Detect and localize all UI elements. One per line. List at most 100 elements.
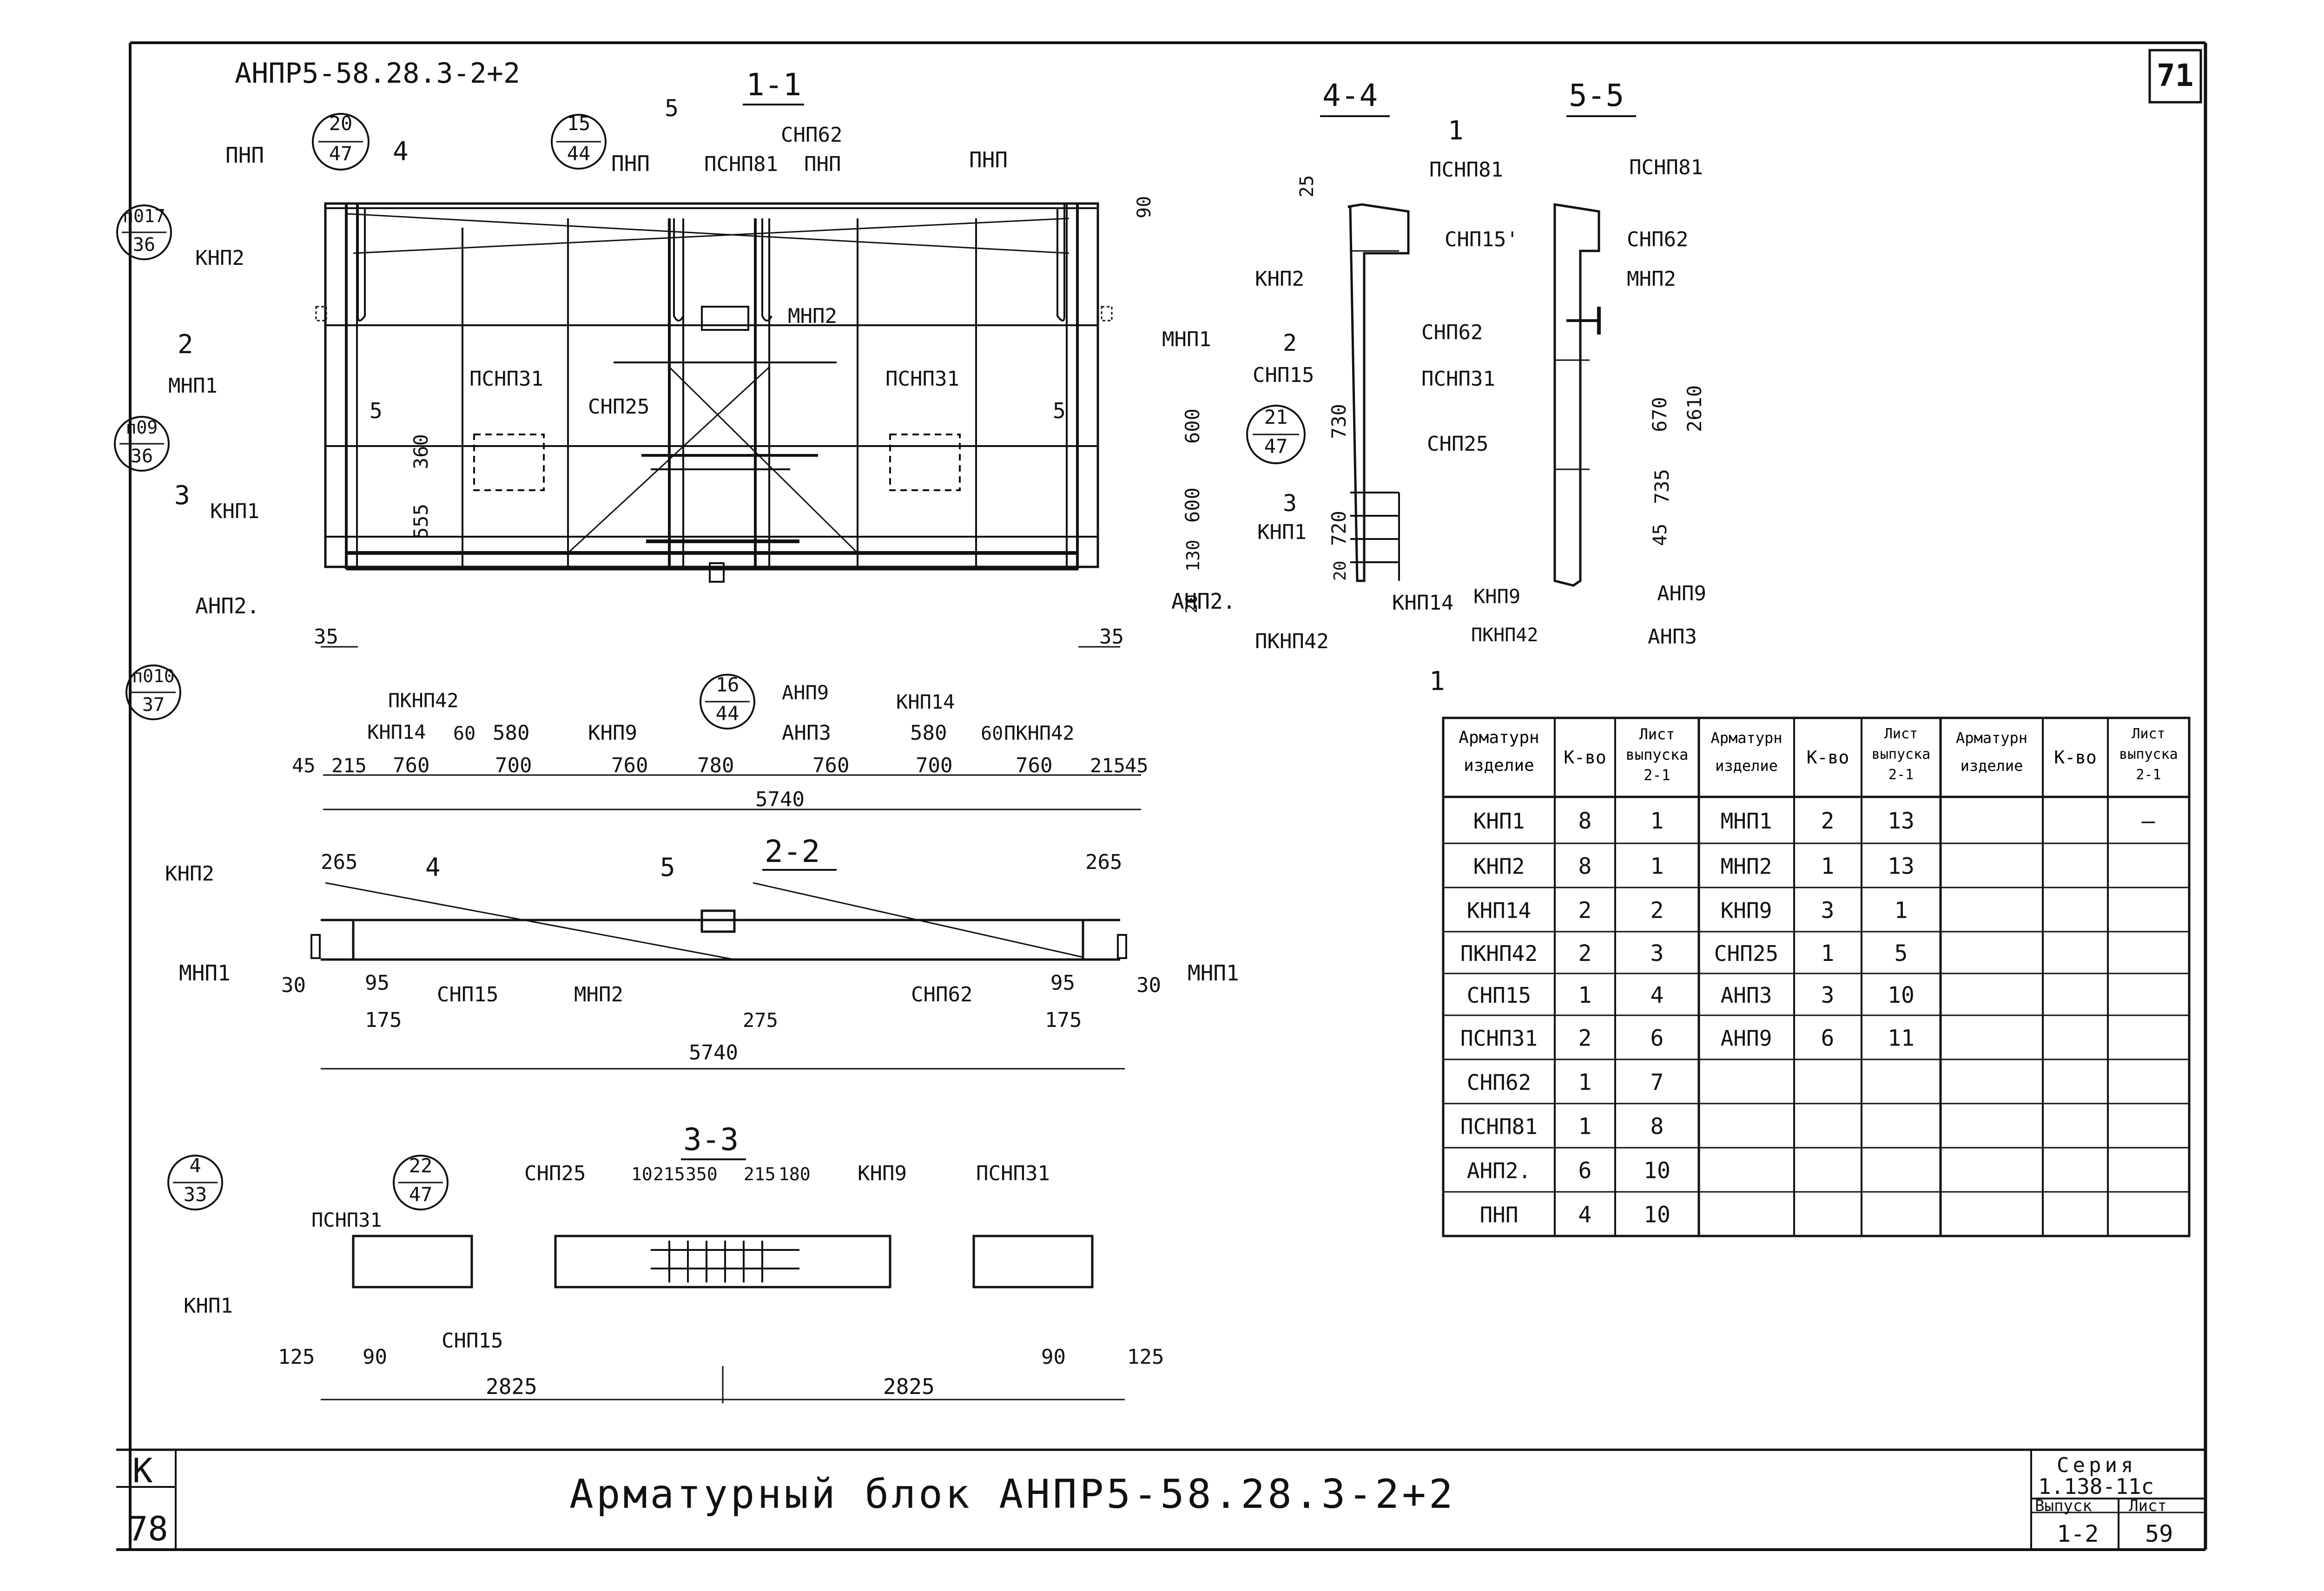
label-anp9-b: АНП9 [1657,582,1706,605]
title-block: К 78 Арматурный блок АНПР5-58.28.3-2+2 С… [128,1451,2173,1548]
ref-5-num: п010 [132,666,175,686]
label-pnp-a: ПНП [225,143,264,168]
table-cell: СНП15 [1467,983,1531,1008]
sheet-number: 71 [2157,58,2193,93]
cut-mark-5-b: 5 [660,853,675,882]
header-qty-1: К-во [1564,747,1606,768]
table-cell: – [2142,808,2155,834]
table-cell: 6 [1651,1026,1664,1052]
dim-125-right: 125 [1127,1345,1164,1369]
series-value: 1.138-11с [2038,1474,2154,1499]
label-snp25-c: СНП25 [1427,432,1488,456]
header-sheet-3: Лист выпуска 2-1 [2119,726,2178,783]
table-cell: 13 [1888,854,1915,880]
label-knp14-a: КНП14 [367,721,426,743]
dim-735: 735 [1651,469,1673,504]
table-cell: КНП1 [1473,809,1525,834]
header-qty-2: К-во [1806,747,1849,768]
drawing-title: Арматурный блок АНПР5-58.28.3-2+2 [569,1471,1456,1518]
table-cell: АНП3 [1721,983,1772,1008]
sheet-value: 59 [2145,1520,2173,1547]
dim-5-right: 5 [1053,398,1066,423]
dim-bottom-7: 700 [916,754,952,777]
table-cell: ПСНП31 [1460,1026,1538,1051]
dim-90-left: 90 [363,1345,387,1369]
cut-mark-2-b: 2 [1283,329,1297,356]
label-anp3-a: АНП3 [782,721,831,745]
dim-95-left: 95 [365,971,390,995]
table-cell: КНП14 [1467,898,1531,923]
dim-580-b: 580 [910,721,947,745]
dim-bottom-10: 45 [1125,754,1149,777]
dim-125-left: 125 [278,1345,315,1369]
label-knp1-c: КНП1 [1257,520,1307,544]
label-mnp2-c: МНП2 [1627,267,1676,291]
table-cell: 3 [1821,982,1835,1008]
table-cell: 13 [1888,808,1915,834]
dim-600-a: 600 [1181,408,1204,444]
table-cell: 1 [1578,982,1592,1008]
table-cell: 6 [1578,1158,1592,1184]
dim-730: 730 [1327,404,1350,439]
dim-2825-left: 2825 [486,1374,537,1399]
cut-mark-5-top: 5 [665,95,679,122]
label-mnp2-a: МНП2 [788,304,837,328]
table-cell: 1 [1895,898,1908,924]
label-snp15-b: СНП15 [442,1329,503,1353]
dim-total-2-2: 5740 [689,1041,738,1065]
table-cell: 10 [1644,1158,1670,1184]
dim-35-left: 35 [314,625,338,649]
dim-265-left: 265 [321,850,357,874]
cut-mark-2: 2 [178,329,193,360]
dim-33-3: 215 [744,1164,776,1184]
section-title-3-3: 3-3 [683,1122,739,1157]
label-knp1-b: КНП1 [184,1294,233,1318]
table-cell: ПНП [1479,1203,1518,1228]
cut-mark-3-b: 3 [1283,490,1297,517]
ref-1-den: 47 [329,142,353,165]
table-cell: СНП62 [1467,1070,1531,1095]
dim-95-right: 95 [1050,971,1075,995]
label-snp62-c: СНП62 [1421,321,1483,344]
header-item-2: Арматурн изделие [1710,729,1783,775]
section-4-4: 4-4 ПСНП81 КНП2 СНП62 СНП15 ПСНП31 КНП1 … [1253,78,1503,697]
ref-4-den: 36 [131,446,153,467]
dim-30-left: 30 [281,973,306,997]
table-cell: 1 [1578,1114,1592,1140]
label-psnp31-e: ПСНП31 [1421,367,1495,391]
dim-bottom-1: 215 [331,754,367,777]
dim-20-4-4: 20 [1331,561,1350,581]
reference-circles: 20 47 15 44 п017 36 п09 36 п010 37 16 44… [114,112,1306,1210]
label-anp2-a: АНП2. [195,593,259,618]
table-cell: 4 [1578,1202,1592,1228]
label-pknp42-d: ПКНП42 [1471,625,1538,646]
dim-90-right: 90 [1041,1345,1066,1369]
label-mnp1-c: МНП1 [179,960,231,986]
dim-45: 45 [1650,524,1671,546]
dim-bottom-2: 760 [393,754,429,777]
drawing-code: АНПР5-58.28.3-2+2 [235,57,520,90]
cut-mark-3: 3 [174,480,190,511]
table-cell: 1 [1821,854,1835,880]
label-snp15-c: СНП15 [1253,363,1314,387]
label-pknp42-b: ПКНП42 [1004,722,1075,744]
dim-33-0: 10 [631,1164,653,1184]
header-item-3: Арматурн изделие [1955,729,2028,775]
dim-2825-right: 2825 [883,1374,935,1399]
title-block-left-bottom: 78 [128,1509,168,1548]
dim-580-a: 580 [493,721,529,745]
label-psnp31-b: ПСНП31 [885,367,959,391]
section-1-1: 1-1 [315,67,1141,810]
table-cell: СНП25 [1714,941,1778,966]
table-cell: 1 [1821,940,1835,966]
table-cell: МНП2 [1721,854,1772,879]
label-knp14-c: КНП14 [1392,591,1453,615]
section-title-4-4: 4-4 [1322,78,1378,113]
section-1-1-labels: ПНП ПНП ПНП ПСНП81 СНП62 ПНП КНП2 МНП1 К… [168,95,1235,811]
sheet-frame [116,41,2207,1551]
table-cell: ПКНП42 [1460,941,1538,966]
dim-670: 670 [1648,397,1671,432]
table-cell: 1 [1651,854,1664,880]
ref-8-den: 33 [184,1183,207,1206]
table-cell: ПСНП81 [1460,1114,1538,1139]
